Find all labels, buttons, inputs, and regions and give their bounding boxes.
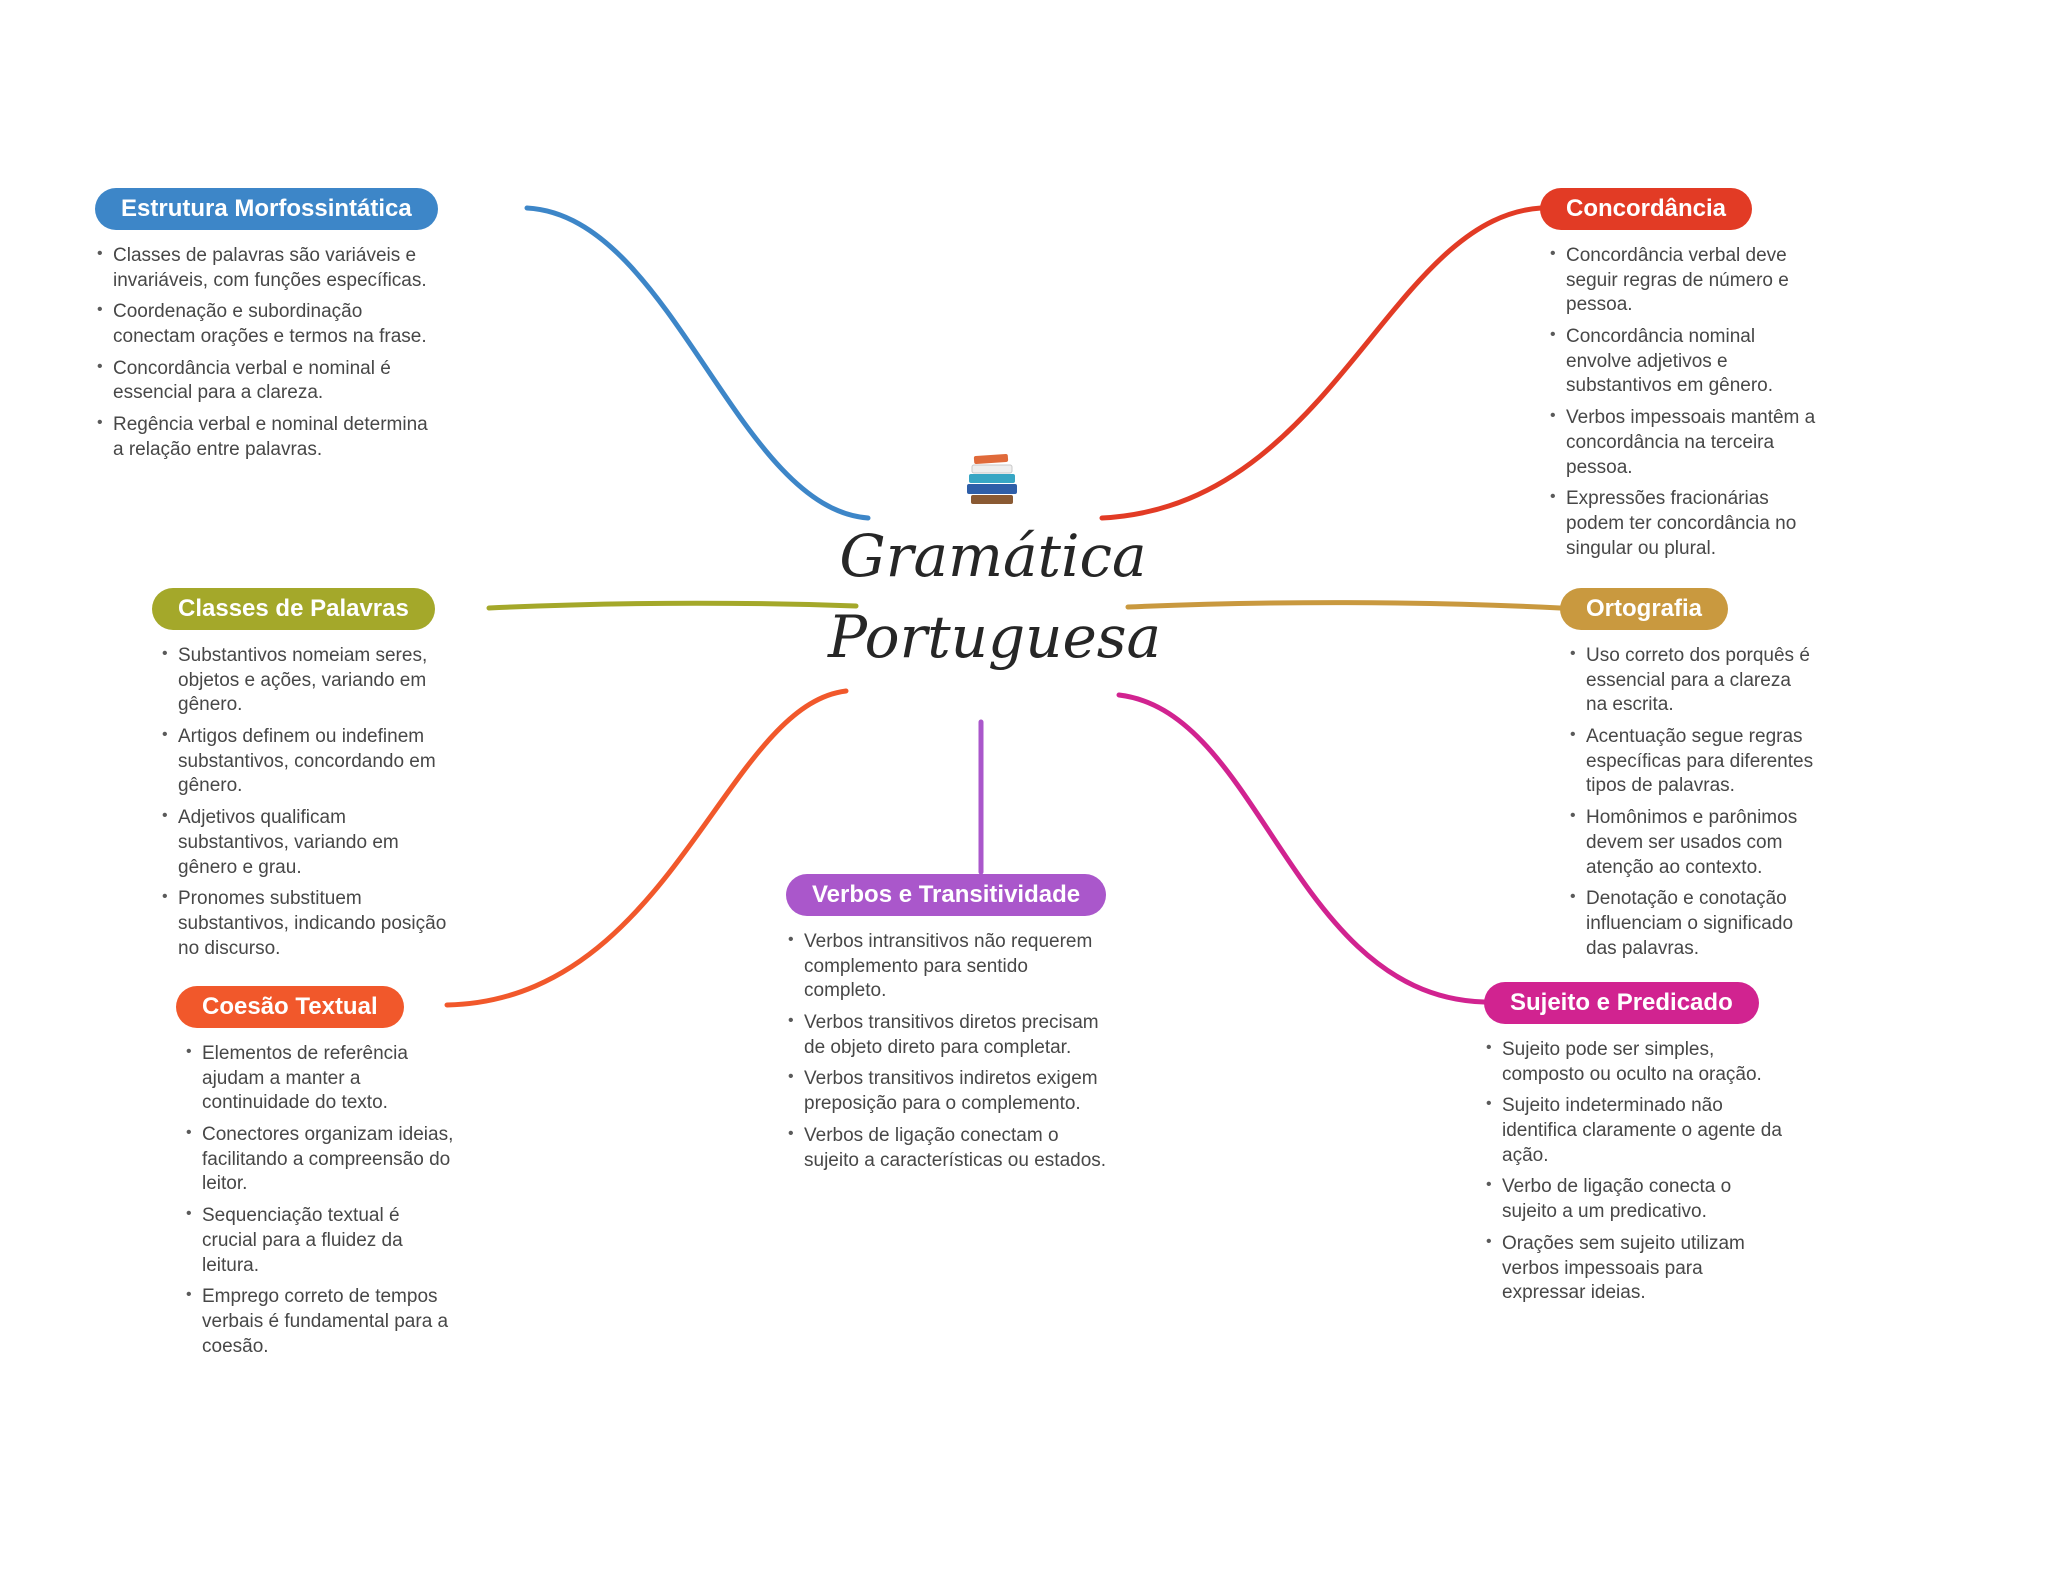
branch-ortografia: Ortografia Uso correto dos porquês é ess… [1560,588,1840,968]
bullet-item: Homônimos e parônimos devem ser usados c… [1568,806,1816,880]
central-title-line1: Gramática [839,522,1147,590]
bullet-item: Elementos de referência ajudam a manter … [184,1042,456,1116]
branch-estrutura-morfossintatica: Estrutura Morfossintática Classes de pal… [95,188,555,470]
connector-estrutura-line [524,205,871,521]
bullet-item: Verbos impessoais mantêm a concordância … [1548,406,1816,480]
bullet-item: Concordância verbal deve seguir regras d… [1548,244,1816,318]
bullet-item: Acentuação segue regras específicas para… [1568,725,1816,799]
bullet-list-coesao: Elementos de referência ajudam a manter … [184,1042,456,1359]
bullet-item: Emprego correto de tempos verbais é fund… [184,1285,456,1359]
bullet-item: Sujeito pode ser simples, composto ou oc… [1484,1038,1789,1087]
node-sujeito-e-predicado[interactable]: Sujeito e Predicado [1484,982,1759,1024]
bullet-item: Concordância nominal envolve adjetivos e… [1548,325,1816,399]
node-verbos-e-transitividade[interactable]: Verbos e Transitividade [786,874,1107,916]
branch-sujeito-e-predicado: Sujeito e Predicado Sujeito pode ser sim… [1484,982,1824,1313]
bullet-item: Verbos transitivos indiretos exigem prep… [786,1067,1108,1116]
central-title-line2: Portuguesa [828,603,1162,672]
bullet-item: Substantivos nomeiam seres, objetos e aç… [160,644,452,718]
bullet-item: Sequenciação textual é crucial para a fl… [184,1204,456,1278]
central-title: Gramática Portuguesa [828,516,1162,678]
bullet-list-concordancia: Concordância verbal deve seguir regras d… [1548,244,1816,561]
branch-coesao-textual: Coesão Textual Elementos de referência a… [176,986,476,1366]
bullet-item: Adjetivos qualificam substantivos, varia… [160,806,452,880]
bullet-item: Pronomes substituem substantivos, indica… [160,887,452,961]
bullet-item: Artigos definem ou indefinem substantivo… [160,725,452,799]
bullet-list-verbos: Verbos intransitivos não requerem comple… [786,930,1108,1173]
connector-classes-line [486,600,859,611]
bullet-item: Verbo de ligação conecta o sujeito a um … [1484,1175,1789,1224]
bullet-item: Verbos intransitivos não requerem comple… [786,930,1108,1004]
bullet-item: Sujeito indeterminado não identifica cla… [1484,1094,1789,1168]
bullet-item: Regência verbal e nominal determina a re… [95,413,440,462]
bullet-item: Uso correto dos porquês é essencial para… [1568,644,1816,718]
connector-concordancia-line [1099,205,1544,521]
bullet-list-ortografia: Uso correto dos porquês é essencial para… [1568,644,1816,961]
node-estrutura-morfossintatica[interactable]: Estrutura Morfossintática [95,188,438,230]
node-classes-de-palavras[interactable]: Classes de Palavras [152,588,435,630]
node-ortografia[interactable]: Ortografia [1560,588,1729,630]
bullet-item: Coordenação e subordinação conectam oraç… [95,300,440,349]
branch-classes-de-palavras: Classes de Palavras Substantivos nomeiam… [152,588,492,968]
bullet-list-sujeito: Sujeito pode ser simples, composto ou oc… [1484,1038,1789,1306]
bullet-item: Verbos de ligação conectam o sujeito a c… [786,1124,1108,1173]
bullet-item: Denotação e conotação influenciam o sign… [1568,887,1816,961]
branch-concordancia: Concordância Concordância verbal deve se… [1540,188,1840,568]
node-coesao-textual[interactable]: Coesão Textual [176,986,404,1028]
books-icon [967,453,1017,504]
bullet-item: Orações sem sujeito utilizam verbos impe… [1484,1232,1789,1306]
bullet-item: Conectores organizam ideias, facilitando… [184,1123,456,1197]
branch-verbos-e-transitividade: Verbos e Transitividade Verbos intransit… [786,874,1186,1180]
bullet-list-estrutura: Classes de palavras são variáveis e inva… [95,244,440,463]
bullet-list-classes: Substantivos nomeiam seres, objetos e aç… [160,644,452,961]
central-topic[interactable]: Gramática Portuguesa [828,452,1162,678]
bullet-item: Classes de palavras são variáveis e inva… [95,244,440,293]
connector-ortografia-line [1125,600,1563,611]
node-concordancia[interactable]: Concordância [1540,188,1753,230]
bullet-item: Expressões fracionárias podem ter concor… [1548,487,1816,561]
bullet-item: Verbos transitivos diretos precisam de o… [786,1011,1108,1060]
bullet-item: Concordância verbal e nominal é essencia… [95,357,440,406]
